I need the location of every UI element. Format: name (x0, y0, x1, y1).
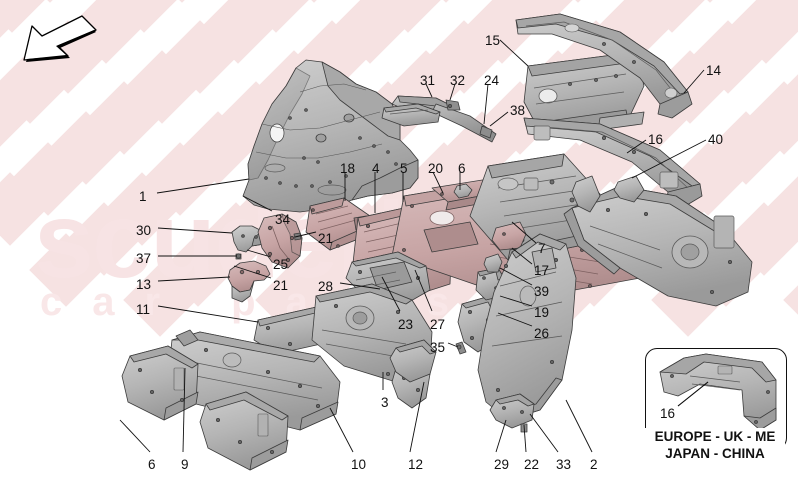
region-caption-line1: EUROPE - UK - ME (645, 428, 785, 445)
callout-label-31: 31 (420, 73, 436, 88)
callout-label-29: 29 (494, 457, 510, 472)
callout-label-15: 15 (485, 33, 501, 48)
callout-label-14: 14 (706, 63, 722, 78)
callout-label-37: 37 (136, 251, 152, 266)
callout-label-33: 33 (556, 457, 572, 472)
callout-label-34: 34 (275, 212, 291, 227)
callout-label-26: 26 (534, 326, 550, 341)
callout-label-6a: 6 (458, 161, 466, 176)
callout-label-27: 27 (430, 317, 446, 332)
callout-label-35: 35 (430, 340, 446, 355)
callout-label-17: 17 (534, 263, 550, 278)
callout-label-23: 23 (398, 317, 414, 332)
callout-label-18: 18 (340, 161, 356, 176)
region-caption-line2: JAPAN - CHINA (645, 445, 785, 462)
callout-label-16b: 16 (660, 406, 676, 421)
callout-label-19: 19 (534, 305, 550, 320)
orientation-arrow-icon (23, 15, 97, 62)
callout-label-40: 40 (708, 132, 724, 147)
callout-label-10: 10 (351, 457, 367, 472)
region-variant-caption: EUROPE - UK - ME JAPAN - CHINA (645, 428, 785, 462)
callout-label-25: 25 (273, 257, 289, 272)
callout-label-11: 11 (136, 302, 151, 317)
callout-label-30: 30 (136, 223, 152, 238)
callout-label-38: 38 (510, 103, 526, 118)
callout-label-9: 9 (181, 457, 189, 472)
callout-label-21a: 21 (318, 231, 334, 246)
callout-label-24: 24 (484, 73, 500, 88)
callout-label-32: 32 (450, 73, 466, 88)
callout-label-5: 5 (400, 161, 408, 176)
callout-label-16a: 16 (648, 132, 664, 147)
callout-label-7: 7 (538, 241, 546, 256)
callout-label-20: 20 (428, 161, 444, 176)
callout-label-12: 12 (408, 457, 424, 472)
callout-label-2: 2 (590, 457, 598, 472)
callout-label-39: 39 (534, 284, 550, 299)
callout-label-1: 1 (139, 189, 147, 204)
callout-label-28: 28 (318, 279, 334, 294)
callout-label-21b: 21 (273, 278, 289, 293)
callout-label-3: 3 (381, 395, 389, 410)
callout-label-4: 4 (372, 161, 380, 176)
callout-label-6b: 6 (148, 457, 156, 472)
callout-label-13: 13 (136, 277, 152, 292)
callout-label-22: 22 (524, 457, 540, 472)
